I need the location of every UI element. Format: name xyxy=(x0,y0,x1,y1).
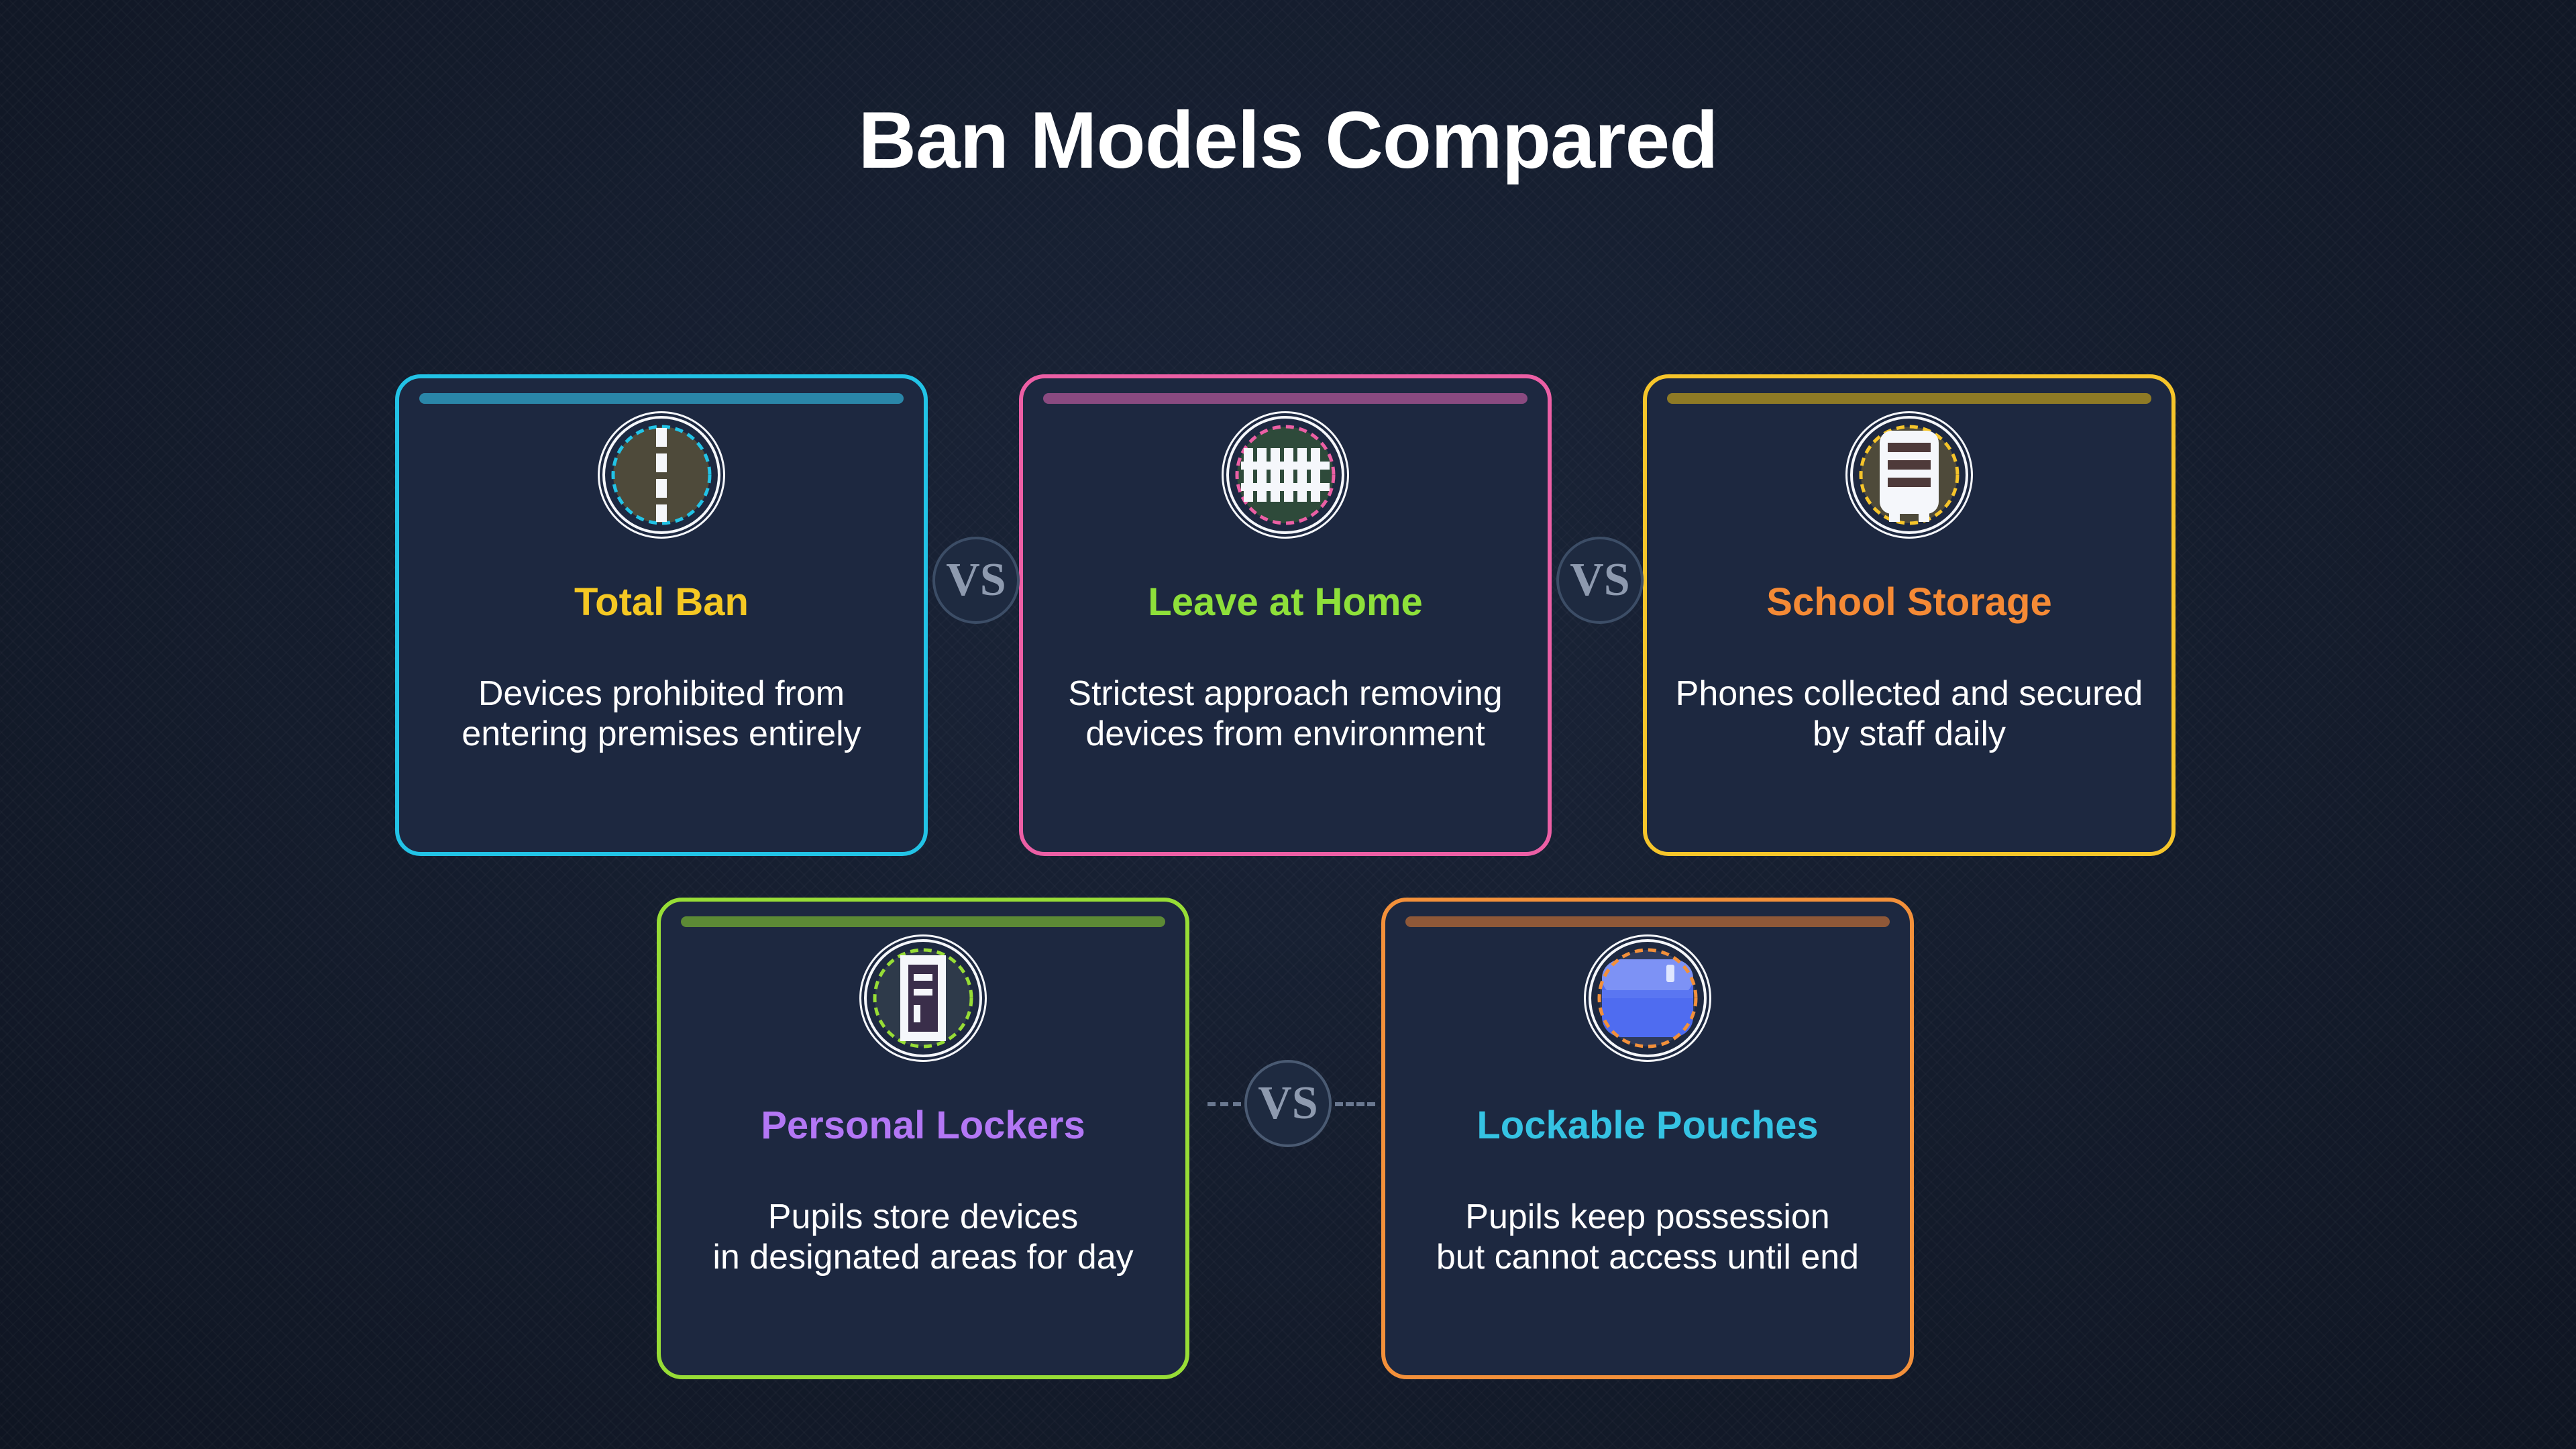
card-description: Pupils keep possession but cannot access… xyxy=(1436,1197,1860,1277)
card-title: Personal Lockers xyxy=(761,1104,1085,1147)
vs-badge-3: VS xyxy=(1244,1060,1332,1147)
card-school-storage: School Storage Phones collected and secu… xyxy=(1643,374,2176,856)
pouch-icon xyxy=(1591,942,1704,1055)
card-personal-lockers: Personal Lockers Pupils store devices in… xyxy=(657,898,1189,1379)
icon-badge xyxy=(600,413,723,537)
card-description: Strictest approach removing devices from… xyxy=(1068,674,1503,753)
card-accent-bar xyxy=(1043,393,1527,404)
storage-cabinet-icon xyxy=(1853,419,1966,531)
fence-icon xyxy=(1229,419,1342,531)
card-title: Lockable Pouches xyxy=(1477,1104,1819,1147)
card-accent-bar xyxy=(681,916,1165,927)
icon-badge xyxy=(861,936,985,1060)
card-accent-bar xyxy=(419,393,904,404)
card-accent-bar xyxy=(1405,916,1890,927)
vs-connector-right xyxy=(1335,1102,1375,1106)
card-description: Pupils store devices in designated areas… xyxy=(712,1197,1134,1277)
icon-badge xyxy=(1224,413,1347,537)
card-title: School Storage xyxy=(1766,580,2052,624)
vs-connector-left xyxy=(1208,1102,1241,1106)
card-title: Leave at Home xyxy=(1148,580,1423,624)
card-description: Devices prohibited from entering premise… xyxy=(462,674,861,753)
vs-badge-2: VS xyxy=(1556,537,1644,624)
icon-badge xyxy=(1847,413,1971,537)
page-title: Ban Models Compared xyxy=(858,95,1718,185)
card-leave-at-home: Leave at Home Strictest approach removin… xyxy=(1019,374,1552,856)
vs-badge-1: VS xyxy=(932,537,1020,624)
card-title: Total Ban xyxy=(574,580,749,624)
road-icon xyxy=(605,419,718,531)
card-accent-bar xyxy=(1667,393,2151,404)
card-total-ban: Total Ban Devices prohibited from enteri… xyxy=(395,374,928,856)
card-lockable-pouches: Lockable Pouches Pupils keep possession … xyxy=(1381,898,1914,1379)
locker-icon xyxy=(867,942,979,1055)
card-description: Phones collected and secured by staff da… xyxy=(1675,674,2143,753)
icon-badge xyxy=(1586,936,1709,1060)
